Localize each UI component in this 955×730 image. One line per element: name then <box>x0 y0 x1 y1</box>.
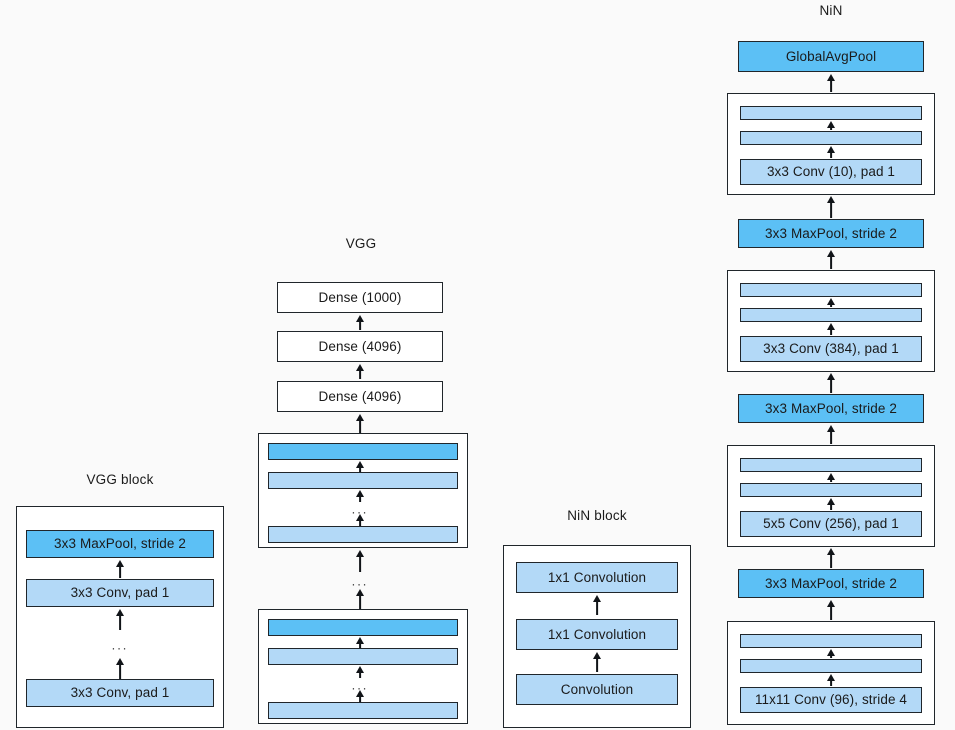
vgg-block-layer-conv-top[interactable]: 3x3 Conv, pad 1 <box>26 579 214 607</box>
nin-block-2-conv[interactable]: 5x5 Conv (256), pad 1 <box>740 511 922 537</box>
nin-arrow-block4-to-pool3 <box>825 196 837 218</box>
nin-block-1-conv[interactable]: 11x11 Conv (96), stride 4 <box>740 687 922 713</box>
vgg-arrow-between-blocks-upper <box>354 550 366 572</box>
nin-title: NiN <box>819 3 843 18</box>
nin-block-2-bar-1x1-top[interactable] <box>740 458 922 472</box>
nin-block-4-bar-1x1-top[interactable] <box>740 106 922 120</box>
nin-global-avg-pool[interactable]: GlobalAvgPool <box>738 41 924 72</box>
vgg-between-blocks-ellipsis: ... <box>351 573 369 589</box>
vgg-arrow-dense1 <box>354 315 366 330</box>
nin-block-3-conv[interactable]: 3x3 Conv (384), pad 1 <box>740 336 922 362</box>
vgg-block-upper-bar-conv-top[interactable] <box>268 472 458 489</box>
nin-block-1-bar-1x1-mid[interactable] <box>740 659 922 673</box>
vgg-block-lower-ellipsis: ... <box>351 677 369 693</box>
nin-arrow-block3-to-pool2 <box>825 373 837 393</box>
nin-arrow-pool1-to-block1 <box>825 600 837 620</box>
vgg-block-lower-bar-conv-top[interactable] <box>268 648 458 665</box>
vgg-block-title: VGG block <box>86 472 154 487</box>
vgg-dense-4096-lower[interactable]: Dense (4096) <box>277 381 443 412</box>
vgg-block-upper-bar-conv-bottom[interactable] <box>268 526 458 543</box>
vgg-block-upper-bar-maxpool[interactable] <box>268 443 458 460</box>
vgg-block-lower-bar-maxpool[interactable] <box>268 619 458 636</box>
nin-arrow-pool3-to-block3 <box>825 250 837 269</box>
nin-maxpool-2[interactable]: 3x3 MaxPool, stride 2 <box>738 394 924 423</box>
nin-block-2-bar-1x1-mid[interactable] <box>740 483 922 497</box>
nin-block-layer-convolution[interactable]: Convolution <box>516 674 678 705</box>
nin-block-4-bar-1x1-mid[interactable] <box>740 131 922 145</box>
nin-arrow-gap <box>825 74 837 92</box>
vgg-dense-1000[interactable]: Dense (1000) <box>277 282 443 313</box>
nin-block-1-bar-1x1-top[interactable] <box>740 634 922 648</box>
vgg-block-layer-conv-bottom[interactable]: 3x3 Conv, pad 1 <box>26 679 214 707</box>
vgg-block-upper-ellipsis: ... <box>351 501 369 517</box>
nin-block-3-bar-1x1-mid[interactable] <box>740 308 922 322</box>
nin-block-title: NiN block <box>567 508 627 523</box>
nin-block-3-bar-1x1-top[interactable] <box>740 283 922 297</box>
nin-block-layer-1x1-top[interactable]: 1x1 Convolution <box>516 562 678 593</box>
nin-block-4-conv[interactable]: 3x3 Conv (10), pad 1 <box>740 159 922 185</box>
vgg-block-ellipsis: ... <box>111 637 129 653</box>
vgg-title: VGG <box>345 236 377 251</box>
vgg-block-lower-bar-conv-bottom[interactable] <box>268 702 458 719</box>
nin-block-layer-1x1-mid[interactable]: 1x1 Convolution <box>516 619 678 650</box>
nin-maxpool-3[interactable]: 3x3 MaxPool, stride 2 <box>738 219 924 248</box>
vgg-arrow-dense2 <box>354 364 366 379</box>
vgg-block-layer-maxpool[interactable]: 3x3 MaxPool, stride 2 <box>26 530 214 558</box>
nin-maxpool-1[interactable]: 3x3 MaxPool, stride 2 <box>738 569 924 598</box>
nin-arrow-block2-to-pool1 <box>825 548 837 568</box>
vgg-dense-4096-upper[interactable]: Dense (4096) <box>277 331 443 362</box>
vgg-arrow-between-blocks-lower <box>354 589 366 609</box>
vgg-arrow-dense3 <box>354 414 366 433</box>
nin-arrow-pool2-to-block2 <box>825 425 837 444</box>
